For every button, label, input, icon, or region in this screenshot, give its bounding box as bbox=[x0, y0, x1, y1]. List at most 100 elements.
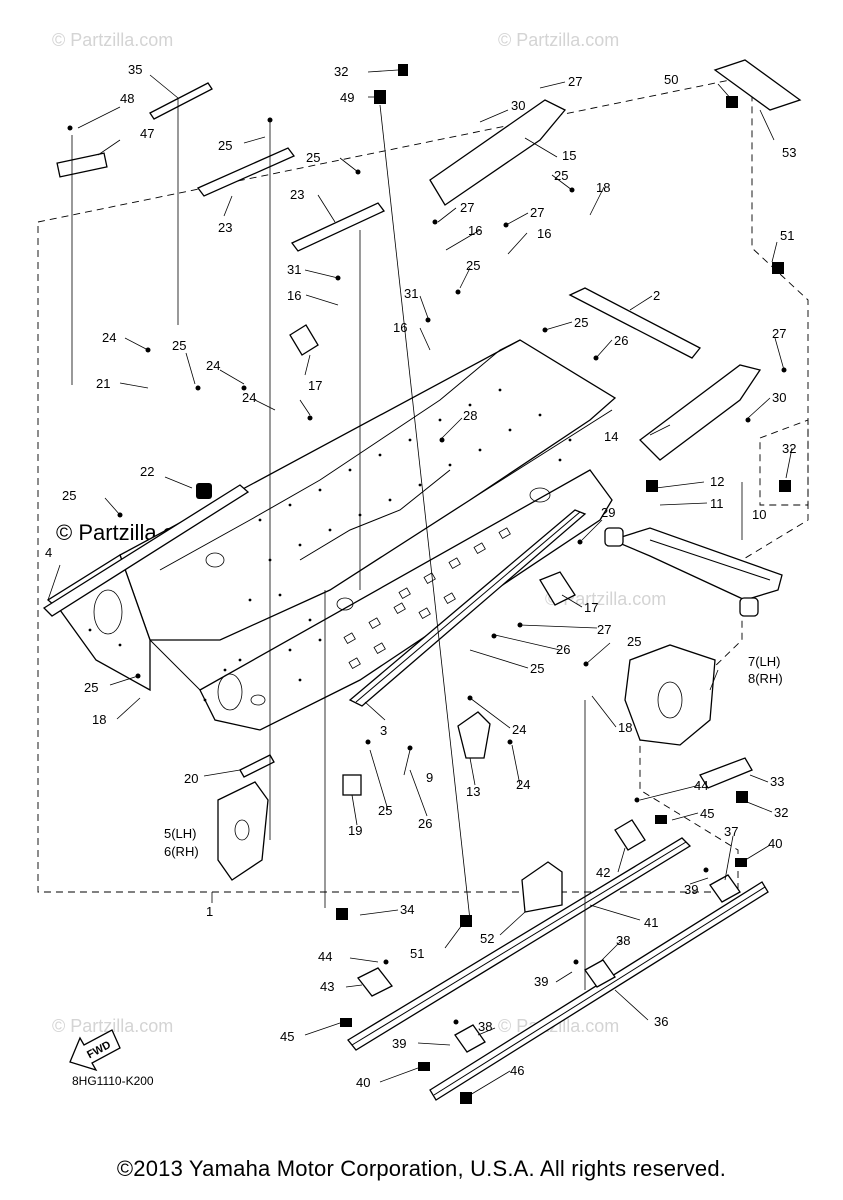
part-23-plate-b bbox=[290, 202, 386, 252]
watermark-top-right: © Partzilla.com bbox=[498, 30, 619, 50]
callout-38: 38 bbox=[616, 933, 630, 948]
assembly-boundary bbox=[37, 79, 809, 893]
callout-26: 26 bbox=[556, 642, 570, 657]
callout-13: 13 bbox=[466, 784, 480, 799]
callout-40: 40 bbox=[356, 1075, 370, 1090]
callout-47: 47 bbox=[140, 126, 154, 141]
callout-26: 26 bbox=[418, 816, 432, 831]
callout-28: 28 bbox=[463, 408, 477, 423]
callout-32: 32 bbox=[774, 805, 788, 820]
callout-18: 18 bbox=[92, 712, 106, 727]
callout-24: 24 bbox=[242, 390, 256, 405]
part-38-clip-b bbox=[454, 1024, 486, 1053]
part-7-8-plate bbox=[624, 644, 716, 746]
callout-8-rh: 8(RH) bbox=[748, 671, 783, 686]
callout-44: 44 bbox=[694, 778, 708, 793]
callout-25: 25 bbox=[627, 634, 641, 649]
callout-35: 35 bbox=[128, 62, 142, 77]
callout-12: 12 bbox=[710, 474, 724, 489]
callout-25: 25 bbox=[554, 168, 568, 183]
part-42-clip bbox=[614, 819, 646, 851]
callout-17: 17 bbox=[584, 600, 598, 615]
callout-29: 29 bbox=[601, 505, 615, 520]
callout-15: 15 bbox=[562, 148, 576, 163]
part-53-plate bbox=[713, 59, 802, 111]
callout-31: 31 bbox=[287, 262, 301, 277]
callout-39: 39 bbox=[534, 974, 548, 989]
watermark-center-right: © Partzilla.com bbox=[545, 589, 666, 609]
part-33-plate bbox=[699, 757, 753, 789]
callout-25: 25 bbox=[574, 315, 588, 330]
callout-39: 39 bbox=[392, 1036, 406, 1051]
callout-18: 18 bbox=[596, 180, 610, 195]
part-14-bracket bbox=[639, 364, 762, 461]
callout-32: 32 bbox=[334, 64, 348, 79]
part-20-strip bbox=[239, 754, 275, 778]
part-2-bar bbox=[568, 287, 702, 359]
part-5-6-plate bbox=[217, 781, 269, 881]
diagram-code: 8HG1110-K200 bbox=[72, 1074, 154, 1088]
callout-24: 24 bbox=[512, 722, 526, 737]
shock-mount-boundary bbox=[759, 419, 809, 506]
part-37-clip bbox=[709, 874, 741, 903]
callout-27: 27 bbox=[772, 326, 786, 341]
callout-25: 25 bbox=[62, 488, 76, 503]
fwd-arrow-icon: FWD bbox=[69, 1029, 121, 1072]
part-10-bracket-assembly bbox=[604, 527, 783, 617]
callout-24: 24 bbox=[102, 330, 116, 345]
part-17-bracket-a bbox=[289, 324, 319, 356]
callout-25: 25 bbox=[530, 661, 544, 676]
leader-lines bbox=[47, 69, 793, 1096]
callout-23: 23 bbox=[290, 187, 304, 202]
callout-45: 45 bbox=[280, 1029, 294, 1044]
part-19-block bbox=[342, 774, 362, 796]
skid-rails bbox=[347, 837, 769, 1101]
callout-18: 18 bbox=[618, 720, 632, 735]
callout-41: 41 bbox=[644, 915, 658, 930]
callout-37: 37 bbox=[724, 824, 738, 839]
callout-1: 1 bbox=[206, 904, 213, 919]
callout-23: 23 bbox=[218, 220, 232, 235]
callout-53: 53 bbox=[782, 145, 796, 160]
callout-27: 27 bbox=[460, 200, 474, 215]
part-52-plate bbox=[521, 861, 563, 913]
callout-16: 16 bbox=[287, 288, 301, 303]
callout-32: 32 bbox=[782, 441, 796, 456]
callout-17: 17 bbox=[308, 378, 322, 393]
callout-14: 14 bbox=[604, 429, 618, 444]
callout-24: 24 bbox=[206, 358, 220, 373]
callout-44: 44 bbox=[318, 949, 332, 964]
fastener-markers bbox=[67, 64, 791, 1104]
callout-9: 9 bbox=[426, 770, 433, 785]
callout-49: 49 bbox=[340, 90, 354, 105]
callout-52: 52 bbox=[480, 931, 494, 946]
callout-19: 19 bbox=[348, 823, 362, 838]
callout-16: 16 bbox=[537, 226, 551, 241]
watermark-top-left: © Partzilla.com bbox=[52, 30, 173, 50]
part-35-strip bbox=[149, 82, 213, 120]
part-38-clip-a bbox=[584, 959, 616, 988]
callout-16: 16 bbox=[393, 320, 407, 335]
callout-2: 2 bbox=[653, 288, 660, 303]
callout-43: 43 bbox=[320, 979, 334, 994]
callout-38: 38 bbox=[478, 1019, 492, 1034]
watermark-bottom-left: © Partzilla.com bbox=[52, 1016, 173, 1036]
exploded-parts-diagram: © Partzilla.com © Partzilla.com © Partzi… bbox=[37, 30, 809, 1104]
callout-4: 4 bbox=[45, 545, 52, 560]
callout-11: 11 bbox=[710, 496, 724, 511]
callout-42: 42 bbox=[596, 865, 610, 880]
callout-33: 33 bbox=[770, 774, 784, 789]
callout-34: 34 bbox=[400, 902, 414, 917]
callout-25: 25 bbox=[466, 258, 480, 273]
callout-22: 22 bbox=[140, 464, 154, 479]
callout-10: 10 bbox=[752, 507, 766, 522]
callout-7-lh: 7(LH) bbox=[748, 654, 781, 669]
callout-27: 27 bbox=[597, 622, 611, 637]
callout-27: 27 bbox=[530, 205, 544, 220]
part-43-clip bbox=[357, 967, 393, 997]
callout-40: 40 bbox=[768, 836, 782, 851]
part-13-bracket bbox=[457, 711, 491, 759]
callout-36: 36 bbox=[654, 1014, 668, 1029]
callout-25: 25 bbox=[172, 338, 186, 353]
callout-48: 48 bbox=[120, 91, 134, 106]
